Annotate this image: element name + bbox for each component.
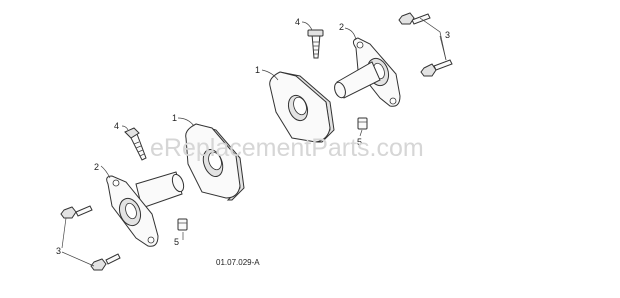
callout-screw-upper: 4 bbox=[295, 17, 300, 27]
document-number: 01.07.029-A bbox=[216, 258, 260, 267]
bearing-housing-lower bbox=[106, 171, 185, 247]
spacer-lower bbox=[185, 123, 245, 201]
callout-bearing-upper: 2 bbox=[339, 22, 344, 32]
nut-upper bbox=[357, 117, 368, 130]
nut-lower bbox=[177, 218, 188, 231]
callout-bolts-upper: 3 bbox=[445, 30, 450, 40]
callout-spacer-upper: 1 bbox=[255, 65, 260, 75]
screw-upper bbox=[307, 29, 324, 59]
spacer-upper bbox=[269, 71, 335, 143]
bolts-upper bbox=[398, 12, 453, 77]
callout-spacer-lower: 1 bbox=[172, 113, 177, 123]
bearing-housing-upper bbox=[334, 37, 401, 107]
callout-bearing-lower: 2 bbox=[94, 162, 99, 172]
callout-screw-lower: 4 bbox=[114, 121, 119, 131]
bolts-lower bbox=[60, 205, 121, 271]
callout-nut-lower: 5 bbox=[174, 237, 179, 247]
screw-lower bbox=[124, 127, 147, 161]
watermark: eReplacementParts.com bbox=[150, 134, 424, 162]
leader-lines bbox=[61, 17, 447, 267]
callout-bolts-lower: 3 bbox=[56, 246, 61, 256]
callout-nut-upper: 5 bbox=[357, 137, 362, 147]
